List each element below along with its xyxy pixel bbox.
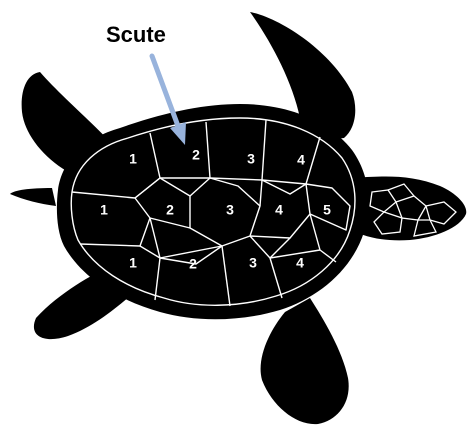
scute-label: Scute [106, 22, 166, 47]
rear-right-flipper [261, 298, 349, 424]
scute-number-top-1: 1 [129, 151, 137, 167]
scute-number-bottom-1: 1 [129, 255, 137, 271]
scute-number-top-4: 4 [297, 152, 305, 168]
scute-number-middle-3: 3 [226, 202, 234, 218]
scute-number-middle-5: 5 [323, 202, 331, 218]
scute-number-middle-2: 2 [166, 202, 174, 218]
scute-number-top-3: 3 [247, 151, 255, 167]
scute-number-bottom-4: 4 [296, 255, 304, 271]
scute-number-middle-4: 4 [275, 202, 283, 218]
scute-number-top-2: 2 [192, 147, 200, 163]
tail [10, 188, 56, 206]
scute-number-bottom-3: 3 [249, 255, 257, 271]
scute-number-bottom-2: 2 [189, 256, 197, 272]
scute-number-middle-1: 1 [100, 202, 108, 218]
